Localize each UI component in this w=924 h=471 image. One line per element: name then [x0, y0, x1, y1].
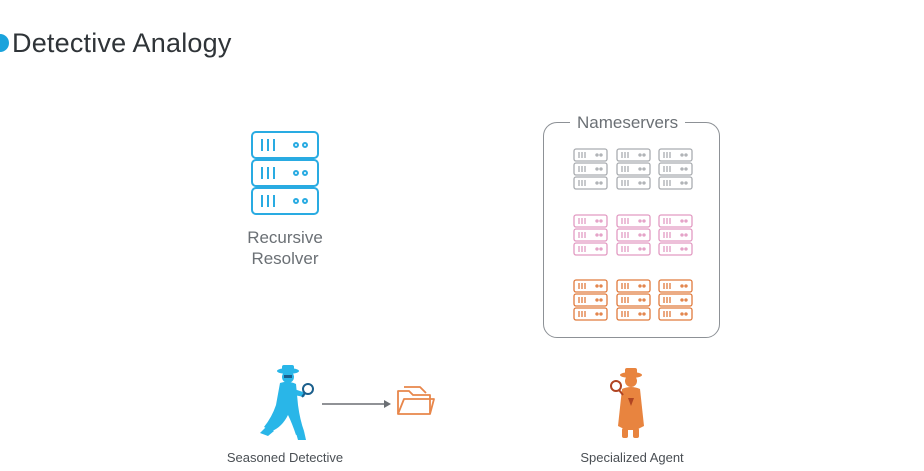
resolver-label-line2: Resolver — [251, 249, 319, 268]
folder-icon — [397, 386, 435, 415]
server-stack-icon — [251, 131, 319, 215]
agent-icon — [610, 368, 644, 438]
nameserver-pink-server-icon — [658, 214, 693, 261]
nameserver-pink-server-icon — [573, 214, 608, 261]
nameserver-orange-server-icon — [658, 279, 693, 326]
nameservers-label: Nameservers — [570, 113, 686, 133]
page-title: Detective Analogy — [12, 28, 232, 58]
agent-caption: Specialized Agent — [580, 450, 684, 465]
detective-caption: Seasoned Detective — [226, 450, 344, 465]
nameserver-orange-server-icon — [616, 279, 651, 326]
nameserver-gray-server-icon — [573, 148, 608, 195]
resolver-label: Recursive Resolver — [225, 227, 345, 269]
nameserver-gray-server-icon — [658, 148, 693, 195]
arrow-icon — [322, 400, 391, 408]
nameserver-orange-server-icon — [573, 279, 608, 326]
nameserver-gray-server-icon — [616, 148, 651, 195]
detective-icon — [260, 365, 314, 440]
resolver-label-line1: Recursive — [247, 228, 323, 247]
title-bullet — [0, 34, 9, 52]
nameserver-pink-server-icon — [616, 214, 651, 261]
